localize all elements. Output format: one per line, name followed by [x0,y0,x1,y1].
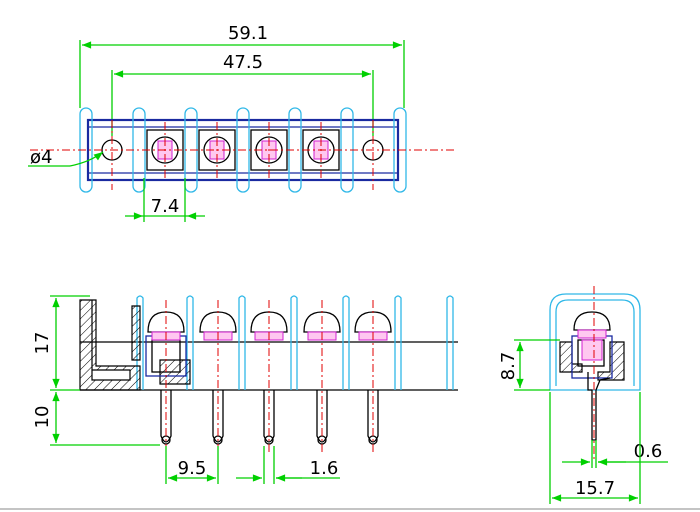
dimension-pin-width: 1.6 [236,446,340,484]
dimension-side-height: 8.7 [498,339,560,391]
dimension-pin-pitch: 9.5 [165,446,219,484]
side-view: 8.7 0.6 15.7 [498,286,668,504]
dimension-pitch: 7.4 [125,178,205,222]
front-barriers [136,295,454,390]
dimension-pin-thickness: 0.6 [562,440,668,468]
dim-label-9-5: 9.5 [178,458,207,479]
dim-label-10: 10 [32,406,53,429]
dimension-hole-diameter: ø4 [28,147,104,168]
dim-label-15-7: 15.7 [575,478,615,499]
dimension-hole-span: 47.5 [111,52,374,136]
dimension-depth: 15.7 [549,392,641,504]
dim-label-47-5: 47.5 [223,52,263,73]
dim-label-17: 17 [32,332,53,355]
dimension-pin-length: 10 [32,392,160,446]
dim-label-59-1: 59.1 [228,23,268,44]
dim-label-1-6: 1.6 [310,458,339,479]
dim-label-hole-diameter: ø4 [30,147,52,168]
top-view: 59.1 47.5 [28,23,455,222]
dim-label-0-6: 0.6 [634,441,663,462]
front-view: 17 10 9.5 1.6 [32,295,458,484]
dimension-overall-length: 59.1 [79,23,405,108]
dim-label-8-7: 8.7 [498,352,519,381]
dim-label-7-4: 7.4 [151,196,180,217]
dimension-height: 17 [32,295,90,391]
screw-icon [573,311,611,361]
